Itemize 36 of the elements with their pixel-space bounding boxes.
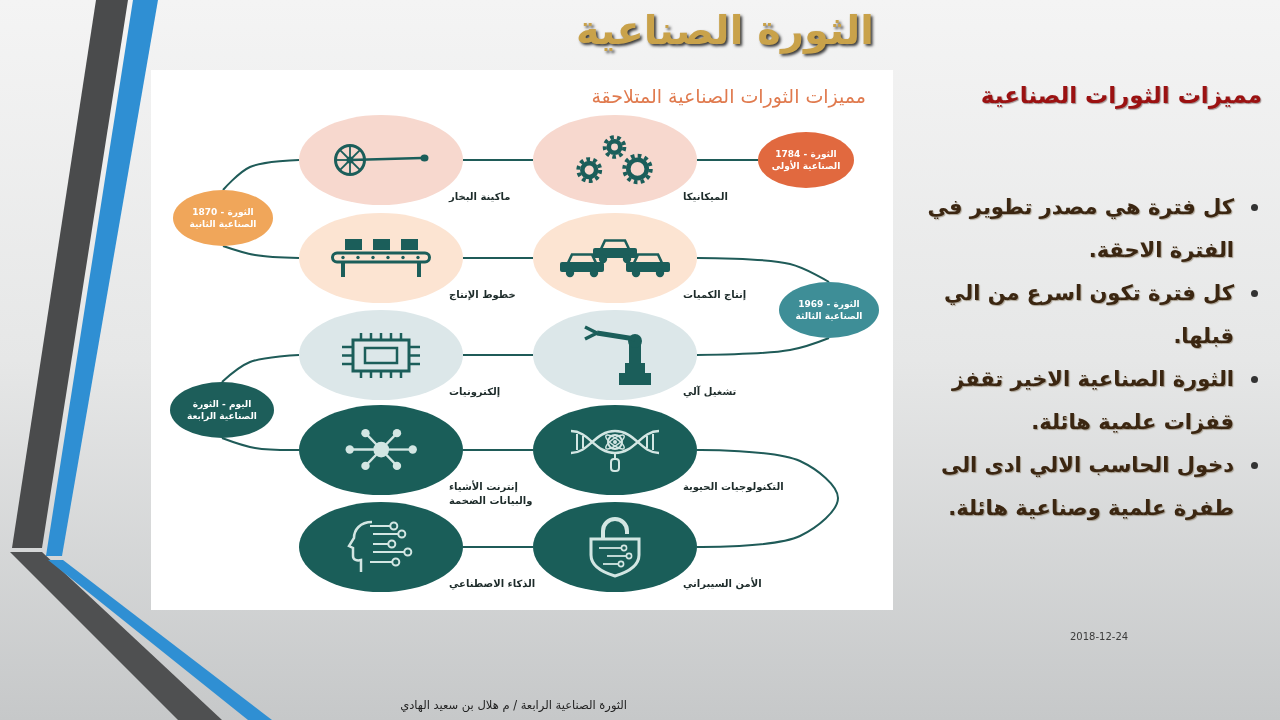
era-label: 1870 - الثورة الصناعية الثانية: [188, 206, 258, 230]
stage-caption: الذكاء الاصطناعي: [449, 577, 536, 591]
stage-caption: إلكترونيات: [449, 385, 501, 399]
connector-line: [696, 449, 839, 548]
connector-line: [462, 257, 534, 259]
stage-caption: الأمن السيبراني: [683, 577, 762, 591]
connector-line: [222, 245, 300, 259]
stage-caption: إنترنت الأشياء والبيانات الضخمة: [449, 480, 534, 508]
bullet-text: الثورة الصناعية الاخير تقفز قفزات علمية هائلة.: [950, 366, 1234, 436]
era-label: اليوم - الثورة الصناعية الرابعة: [186, 398, 258, 422]
connector-line: [462, 159, 534, 161]
bullet-text: كل فترة تكون اسرع من الي قبلها.: [943, 280, 1234, 350]
era-label: 1969 - الثورة الصناعية الثالثة: [794, 298, 864, 322]
stage-caption: خطوط الإنتاج: [449, 288, 516, 302]
slide-title: الثورة الصناعية: [574, 6, 876, 56]
connector-line: [221, 354, 300, 383]
stage-caption: ماكينة البخار: [449, 190, 511, 204]
connector-line: [462, 546, 534, 548]
connector-line: [696, 159, 759, 161]
bullet-text: كل فترة هي مصدر تطوير في الفترة الاحقة.: [926, 194, 1234, 264]
infographic-title: مميزات الثورات الصناعية المتلاحقة: [590, 84, 866, 108]
stage-caption: إنتاج الكميات: [683, 288, 747, 302]
connector-line: [462, 449, 534, 451]
connector-line: [221, 437, 300, 451]
section-heading: مميزات الثورات الصناعية: [979, 81, 1262, 110]
connector-line: [696, 257, 830, 283]
date-text: 2018-12-24: [1070, 630, 1129, 643]
stage-caption: الميكانيكا: [683, 190, 728, 204]
connector-line: [462, 354, 534, 356]
bullet-text: دخول الحاسب الالي ادى الى طفرة علمية وصناعية هائلة.: [939, 452, 1234, 522]
stage-caption: تشغيل آلي: [683, 385, 737, 399]
connector-line: [222, 159, 300, 191]
era-label: 1784 - الثورة الصناعية الأولى: [770, 148, 842, 172]
footer-text: الثورة الصناعية الرابعة / م هلال بن سعيد الهادي: [399, 698, 627, 713]
stage-caption: التكنولوجيات الحيوية: [683, 480, 784, 494]
connector-line: [696, 337, 830, 356]
